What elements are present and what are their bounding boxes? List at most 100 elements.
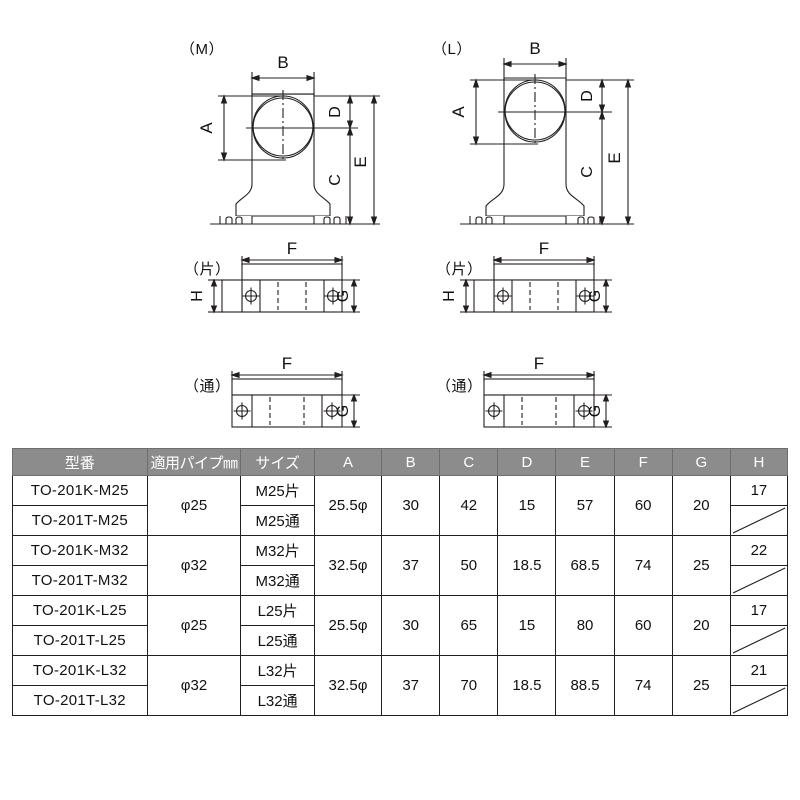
dim-label-g: G [335,405,352,417]
dim-label-f: F [287,239,297,258]
dim-label-a: A [449,106,468,118]
cell-pipe: φ32 [146,655,242,716]
cell-h: 21 [729,655,789,686]
table-row: TO-201T-L32 L32通 [12,685,789,716]
cell-pipe: φ25 [146,595,242,656]
table-row: TO-201K-L25 φ25 L25片 25.5φ 30 65 15 80 6… [12,595,789,656]
cell-model: TO-201T-M25 [12,505,148,536]
table-row: TO-201K-M32 φ32 M32片 32.5φ 37 50 18.5 68… [12,535,789,596]
dim-label-b: B [529,39,540,58]
spec-table-wrapper: 型番 適用パイプ㎜ サイズ A B C D E F G H TO-201K-M2… [12,448,789,716]
cell-g: 20 [671,475,731,536]
cell-f: 60 [613,475,673,536]
col-header-pipe: 適用パイプ㎜ [146,448,242,476]
cell-b: 37 [381,655,441,716]
cell-h-na [729,625,789,656]
col-header-b: B [381,448,441,476]
dim-label-g: G [587,405,604,417]
plan-kata-l: （片） [436,239,616,340]
cell-a: 25.5φ [313,595,383,656]
col-header-g: G [671,448,731,476]
table-header-row: 型番 適用パイプ㎜ サイズ A B C D E F G H [12,448,789,476]
cell-c: 65 [439,595,499,656]
col-header-size: サイズ [240,448,315,476]
cell-a: 32.5φ [313,535,383,596]
cell-size: L32通 [240,685,315,716]
col-header-a: A [313,448,383,476]
cell-g: 25 [671,655,731,716]
cell-model: TO-201K-M32 [12,535,148,566]
plan-tsu-l: （通） [436,353,616,443]
plan-kata-m: （片） [184,239,364,340]
diagonal-slash-icon [731,626,787,655]
cell-b: 37 [381,535,441,596]
cell-pipe: φ32 [146,535,242,596]
cell-e: 80 [555,595,615,656]
cell-size: M25通 [240,505,315,536]
cell-c: 50 [439,535,499,596]
dim-label-f: F [282,354,292,373]
cell-d: 15 [497,595,557,656]
dim-label-c: C [579,166,596,178]
diagonal-slash-icon [731,686,787,715]
plan-tsu-m-title: （通） [184,378,231,395]
dim-label-h: H [441,290,458,302]
cell-f: 74 [613,535,673,596]
col-header-c: C [439,448,499,476]
elevation-m: （M） [180,34,400,234]
cell-c: 70 [439,655,499,716]
dim-label-c: C [327,174,344,186]
plan-tsu-l-title: （通） [436,378,483,395]
spec-table: 型番 適用パイプ㎜ サイズ A B C D E F G H TO-201K-M2… [12,448,789,716]
cell-b: 30 [381,475,441,536]
cell-c: 42 [439,475,499,536]
cell-e: 68.5 [555,535,615,596]
dim-label-g: G [587,290,604,302]
dim-label-h: H [189,290,206,302]
cell-b: 30 [381,595,441,656]
cell-size: L32片 [240,655,315,686]
dim-label-b: B [277,53,288,72]
cell-h-na [729,685,789,716]
cell-model: TO-201T-L32 [12,685,148,716]
plan-kata-l-title: （片） [436,261,483,278]
cell-size: M32片 [240,535,315,566]
table-body: TO-201K-M25 φ25 M25片 25.5φ 30 42 15 57 6… [12,475,789,716]
table-row: TO-201T-M25 M25通 [12,505,789,536]
cell-f: 74 [613,655,673,716]
table-row: TO-201K-L32 φ32 L32片 32.5φ 37 70 18.5 88… [12,655,789,716]
cell-model: TO-201K-L25 [12,595,148,626]
col-header-d: D [497,448,557,476]
table-row: TO-201T-L25 L25通 [12,625,789,656]
dim-label-f: F [539,239,549,258]
cell-a: 25.5φ [313,475,383,536]
drawing-area: （M） [180,34,634,443]
dim-label-a: A [197,122,216,134]
col-header-e: E [555,448,615,476]
cell-size: M32通 [240,565,315,596]
col-header-h: H [729,448,789,476]
cell-d: 18.5 [497,655,557,716]
dim-label-d: D [327,106,344,118]
col-header-model: 型番 [12,448,148,476]
cell-g: 25 [671,535,731,596]
col-header-f: F [613,448,673,476]
cell-h: 17 [729,475,789,506]
cell-e: 88.5 [555,655,615,716]
diagonal-slash-icon [731,566,787,595]
cell-model: TO-201K-L32 [12,655,148,686]
cell-pipe: φ25 [146,475,242,536]
dim-label-e: E [351,156,370,167]
dim-label-g: G [335,290,352,302]
cell-h-na [729,505,789,536]
elevation-m-title: （M） [180,41,224,58]
table-row: TO-201T-M32 M32通 [12,565,789,596]
cell-size: L25片 [240,595,315,626]
elevation-l-title: （L） [432,41,472,58]
cell-model: TO-201K-M25 [12,475,148,506]
cell-h: 17 [729,595,789,626]
dim-label-d: D [579,90,596,102]
diagonal-slash-icon [731,506,787,535]
cell-h-na [729,565,789,596]
